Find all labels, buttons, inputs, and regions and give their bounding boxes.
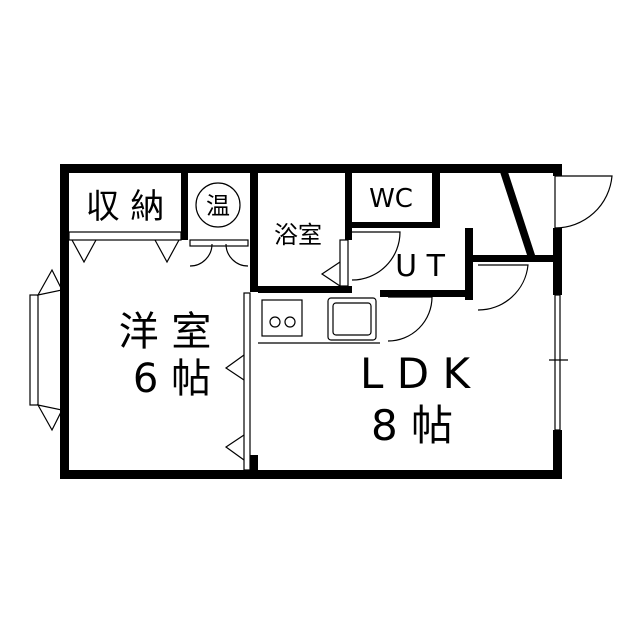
room-label-wc: WC — [369, 184, 413, 214]
fixtures — [29, 175, 613, 471]
room-label-ut: U T — [395, 249, 445, 284]
room-label-western-room: 洋 室 — [119, 309, 212, 355]
room-label-water-heater: 温 — [206, 192, 230, 220]
walls — [60, 164, 562, 479]
room-size-ldk: 8 帖 — [371, 401, 453, 450]
room-label-storage: 収 納 — [86, 187, 165, 227]
room-size-western-room: 6 帖 — [133, 356, 211, 402]
room-label-bathroom: 浴室 — [274, 221, 322, 249]
water-heater-circle — [195, 182, 241, 228]
room-label-ldk: L D K — [360, 349, 471, 398]
